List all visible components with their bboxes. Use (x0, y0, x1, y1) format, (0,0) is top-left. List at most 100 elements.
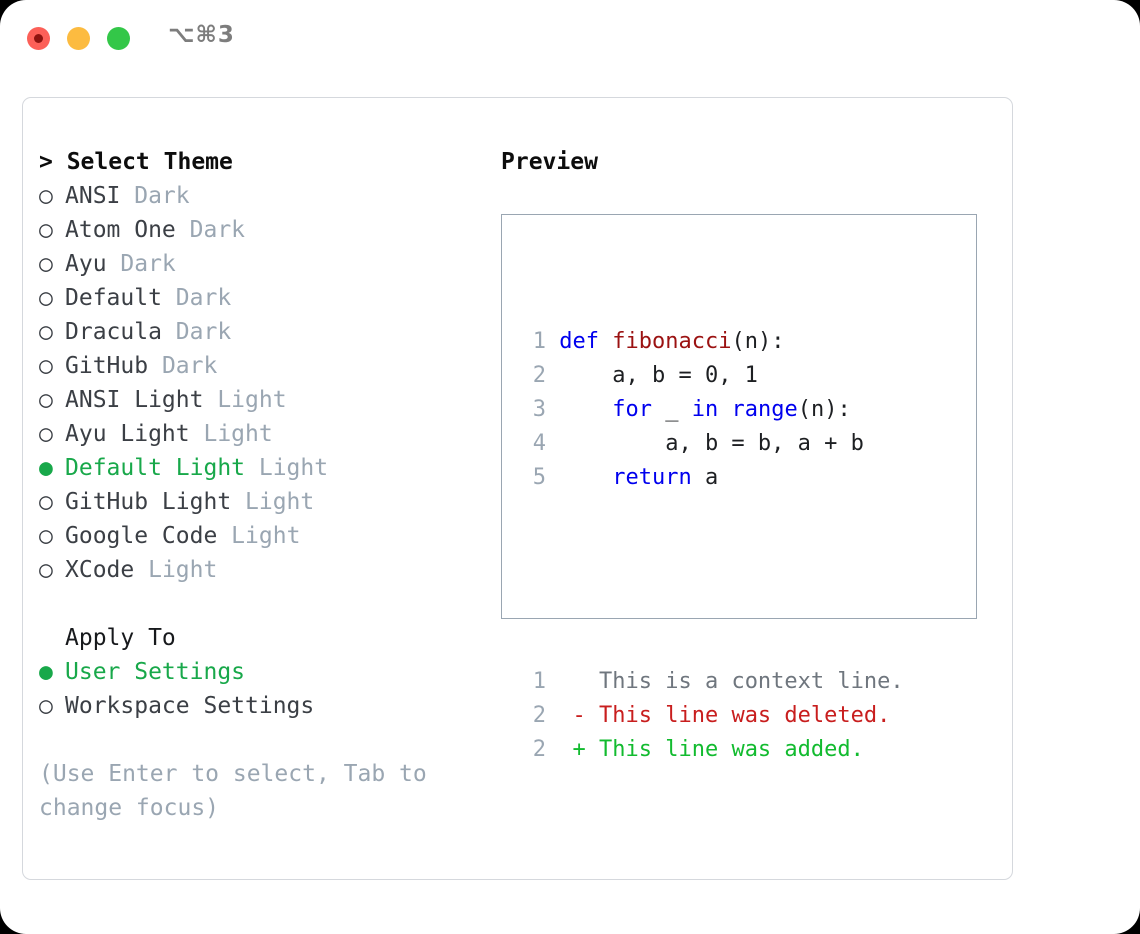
code-token: return (612, 465, 692, 490)
theme-option-label: GitHub Light (65, 489, 232, 515)
diff-line-number: 2 (532, 703, 546, 728)
theme-option-label: XCode (65, 557, 135, 583)
radio-unselected-icon: ○ (39, 353, 53, 379)
preview-box: 1 def fibonacci (n): 2 a, b = 0, 1 3 for _ … (501, 214, 977, 762)
keyboard-shortcut-label: ⌥⌘3 (168, 22, 235, 48)
theme-option-label: Default Light (65, 455, 246, 481)
radio-selected-icon: ● (39, 659, 53, 685)
radio-unselected-icon: ○ (39, 523, 53, 549)
theme-option-category: Light (134, 557, 218, 583)
code-line-number: 2 (532, 363, 546, 388)
theme-option-label: ANSI (65, 183, 121, 209)
theme-option-category: Light (203, 387, 287, 413)
theme-option-label: ANSI Light (65, 387, 204, 413)
radio-selected-icon: ● (39, 455, 53, 481)
theme-option-category: Light (231, 489, 315, 515)
theme-option-default-light[interactable]: ● Default Light Light (39, 451, 499, 485)
theme-option-category: Dark (161, 285, 232, 311)
code-token: a (691, 465, 719, 490)
preview-column: Preview 1 def fibonacci(n):2 a, b = 0, 1… (501, 145, 1001, 762)
heading-bullet-spacer: ○ (39, 621, 65, 655)
radio-unselected-icon: ○ (39, 489, 53, 515)
theme-option-category: Dark (120, 183, 190, 209)
theme-option-ayu-light[interactable]: ○ Ayu Light Light (39, 417, 499, 451)
diff-line: 2 - This line was deleted. (520, 699, 976, 733)
code-line-number: 1 (532, 329, 546, 354)
diff-marker: - (546, 703, 586, 728)
theme-option-category: Light (217, 523, 301, 549)
theme-option-ayu[interactable]: ○Ayu Dark (39, 247, 499, 281)
code-line: 3 for _ in range(n): (520, 393, 976, 427)
theme-option-label: Ayu Light (65, 421, 190, 447)
code-gutter-space (546, 465, 559, 490)
code-token (599, 329, 612, 354)
radio-unselected-icon: ○ (39, 285, 53, 311)
radio-unselected-icon: ○ (39, 251, 53, 277)
radio-unselected-icon: ○ (39, 421, 53, 447)
apply-to-option-list: ● User Settings ○ Workspace Settings (39, 655, 499, 723)
code-gutter-space (546, 397, 559, 422)
apply-to-option-label: Workspace Settings (65, 693, 315, 719)
theme-option-dracula[interactable]: ○ Dracula Dark (39, 315, 499, 349)
theme-option-label: Default (65, 285, 162, 311)
theme-option-google-code[interactable]: ○ Google Code Light (39, 519, 499, 553)
code-line: 4 a, b = b, a + b (520, 427, 976, 461)
diff-line-number: 1 (532, 669, 546, 694)
radio-unselected-icon: ○ (39, 319, 53, 345)
code-token: a, b = 0, 1 (559, 363, 758, 388)
code-token (559, 465, 612, 490)
diff-line-number: 2 (532, 737, 546, 762)
theme-option-default[interactable]: ○ Default Dark (39, 281, 499, 315)
diff-text: This is a context line. (585, 669, 904, 694)
apply-to-heading: ○Apply To (39, 621, 499, 655)
apply-to-option-workspace-settings[interactable]: ○ Workspace Settings (39, 689, 499, 723)
theme-option-category: Light (189, 421, 273, 447)
diff-line: 2 + This line was added. (520, 733, 976, 767)
theme-option-atom-one[interactable]: ○ Atom One Dark (39, 213, 499, 247)
dialog-panel: > Select Theme ○ANSI Dark○Atom One Dark○… (22, 97, 1013, 880)
theme-option-category: Dark (175, 217, 246, 243)
theme-option-ansi-light[interactable]: ○ ANSI Light Light (39, 383, 499, 417)
diff-marker (546, 669, 586, 694)
code-line-number: 5 (532, 465, 546, 490)
theme-option-category: Dark (161, 319, 232, 345)
minimize-button[interactable] (67, 27, 90, 50)
theme-option-category: Light (245, 455, 329, 481)
radio-unselected-icon: ○ (39, 217, 53, 243)
code-sample: 1 def fibonacci (n): 2 a, b = 0, 1 3 for _ … (520, 325, 976, 495)
code-gutter-space (546, 329, 559, 354)
maximize-button[interactable] (107, 27, 130, 50)
theme-option-xcode[interactable]: ○XCode Light (39, 553, 499, 587)
code-token: for (612, 397, 652, 422)
diff-marker: + (546, 737, 586, 762)
theme-option-github-light[interactable]: ○ GitHub Light Light (39, 485, 499, 519)
code-line: 5 return a (520, 461, 976, 495)
radio-unselected-icon: ○ (39, 387, 53, 413)
code-token (718, 397, 731, 422)
code-token (559, 397, 612, 422)
page-title: > Select Theme (39, 149, 233, 175)
code-token: range (731, 397, 798, 422)
code-line-number: 4 (532, 431, 546, 456)
code-token: fibonacci (612, 329, 732, 354)
diff-sample: 1 This is a context line. 2 - This line w… (520, 665, 976, 767)
theme-option-category: Dark (106, 251, 176, 277)
theme-option-label: Google Code (65, 523, 218, 549)
theme-option-ansi[interactable]: ○ANSI Dark (39, 179, 499, 213)
theme-option-label: Atom One (65, 217, 176, 243)
code-diff-spacer (520, 563, 976, 597)
apply-to-heading-label: Apply To (65, 625, 176, 651)
apply-to-option-label: User Settings (65, 659, 246, 685)
code-token: a, b = b, a + b (559, 431, 864, 456)
code-gutter-space (546, 363, 559, 388)
code-token: (n): (797, 397, 851, 422)
theme-option-label: Dracula (65, 319, 162, 345)
theme-option-github[interactable]: ○GitHub Dark (39, 349, 499, 383)
code-token: _ (651, 397, 692, 422)
diff-text: This line was deleted. (585, 703, 891, 728)
close-button[interactable] (27, 27, 50, 50)
apply-to-option-user-settings[interactable]: ● User Settings (39, 655, 499, 689)
code-token: def (559, 329, 599, 354)
radio-unselected-icon: ○ (39, 693, 53, 719)
